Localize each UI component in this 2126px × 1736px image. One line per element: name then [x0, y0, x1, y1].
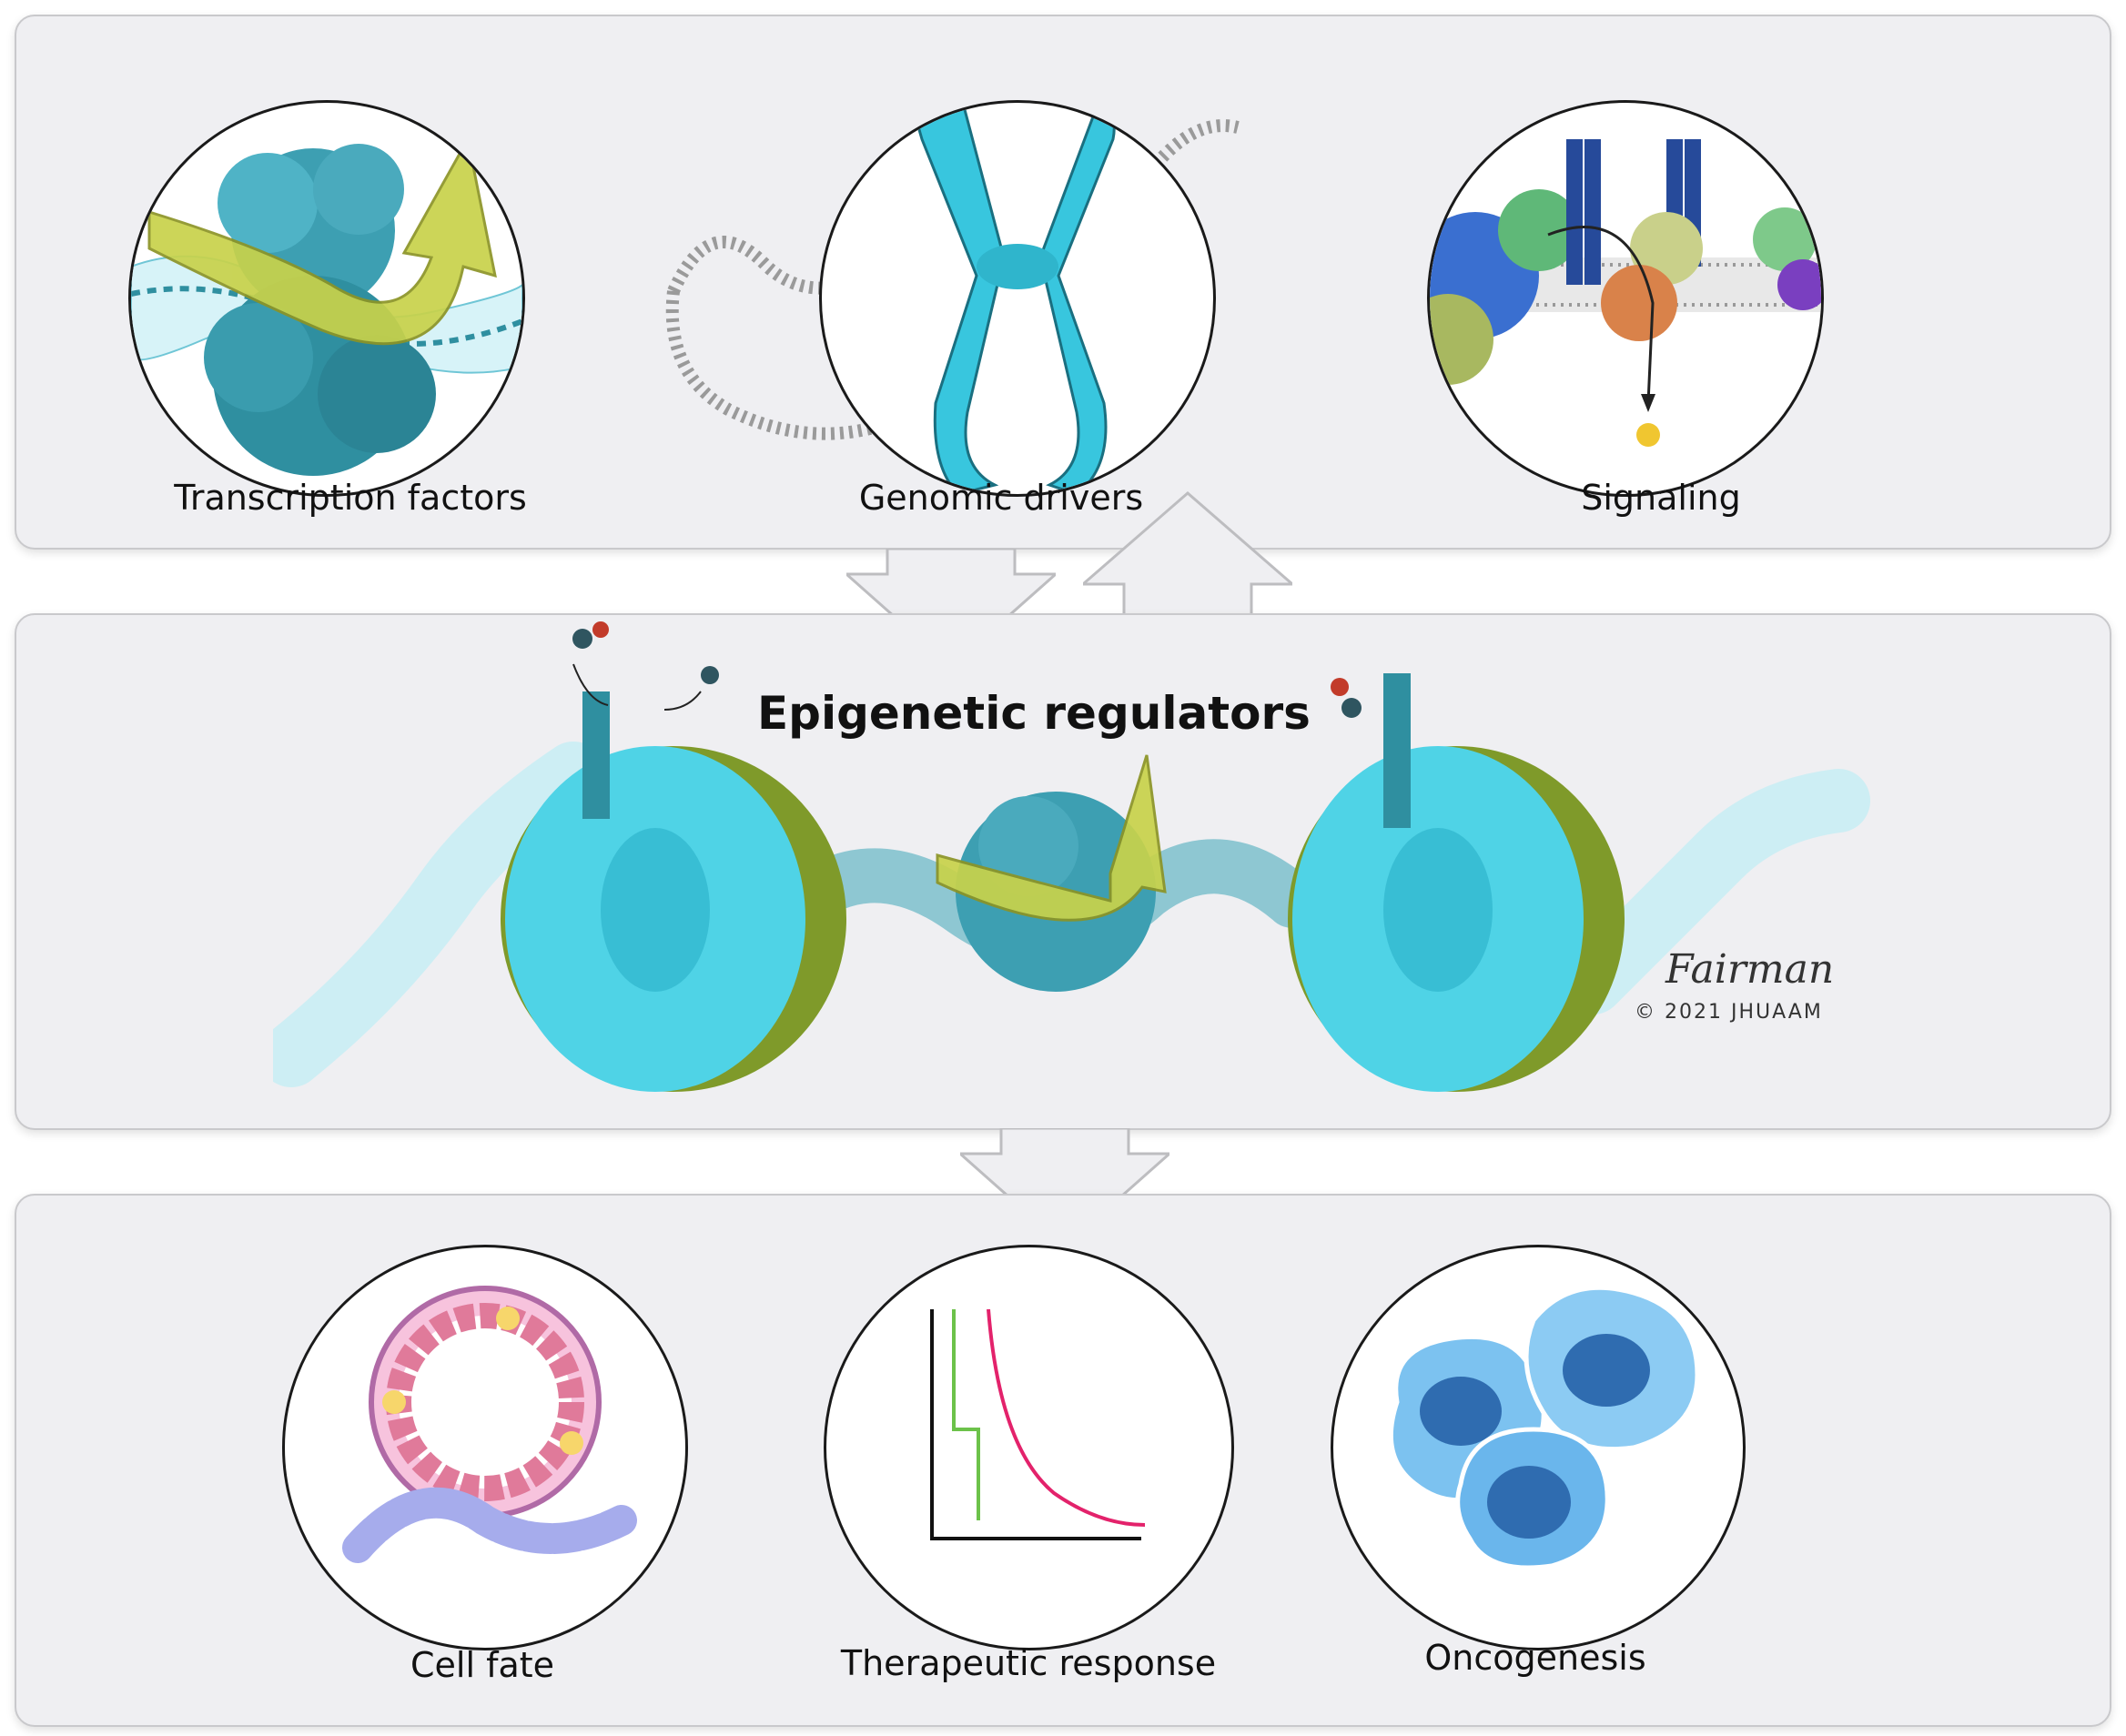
copyright-text: © 2021 JHUAAM — [1635, 1001, 1823, 1024]
genomic-drivers-label: Genomic drivers — [858, 478, 1144, 518]
epithelial-cells-icon — [282, 1245, 688, 1650]
cancer-cells-icon — [1331, 1245, 1746, 1650]
chromosome-icon — [819, 100, 1216, 497]
signaling-label: Signaling — [1581, 478, 1741, 518]
artist-signature: Fairman — [1665, 946, 1835, 993]
therapeutic-response-label: Therapeutic response — [840, 1643, 1217, 1683]
transcription-factor-dna-icon — [128, 100, 525, 497]
response-curve-icon — [824, 1245, 1234, 1650]
dna-strand-icon — [665, 119, 1240, 440]
nucleosome-chromatin-icon — [273, 621, 1870, 1092]
membrane-signaling-icon — [1427, 100, 1824, 497]
cell-fate-label: Cell fate — [410, 1645, 555, 1685]
epigenetic-regulators-title: Epigenetic regulators — [757, 687, 1311, 740]
oncogenesis-label: Oncogenesis — [1424, 1638, 1646, 1678]
transcription-factors-label: Transcription factors — [174, 478, 527, 518]
arrow-up-icon — [1083, 491, 1292, 619]
